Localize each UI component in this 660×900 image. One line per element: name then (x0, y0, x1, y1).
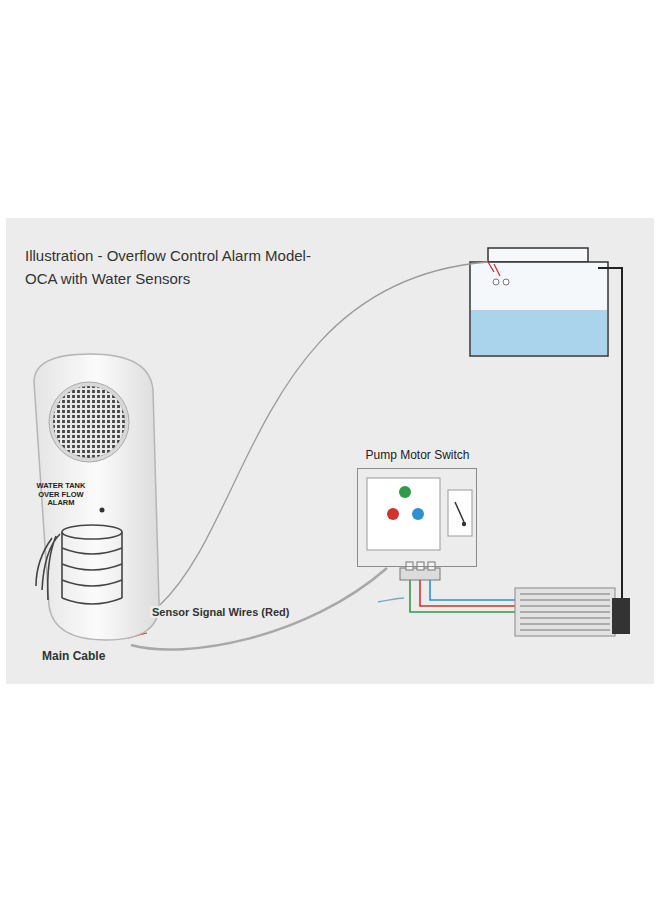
pump-head (612, 598, 630, 634)
tank-water (471, 310, 607, 355)
connector-peg (406, 562, 413, 570)
motor-fins (520, 594, 610, 630)
switch-rocker (455, 502, 464, 522)
switch-rocker (462, 522, 466, 526)
socket-panel (367, 478, 440, 550)
socket-pin (399, 486, 411, 498)
alarm-housing (14, 350, 164, 645)
tank-lid (488, 248, 588, 262)
motor-wire (378, 598, 404, 602)
water-pipe (598, 268, 622, 600)
switch-box: Pump Motor Switch (357, 448, 478, 568)
diagram-title: Illustration - Overflow Control Alarm Mo… (25, 244, 317, 290)
water-tank (470, 262, 608, 356)
main-cable (131, 568, 387, 649)
socket-pin (412, 508, 424, 520)
motor-wire (430, 580, 515, 600)
connector-peg (428, 562, 435, 570)
switch-panel (448, 490, 472, 536)
switch-plate (357, 468, 477, 567)
cable-label: Main Cable (40, 649, 107, 663)
sensor-probe (488, 262, 500, 276)
device-label: WATER TANK OVER FLOW ALARM (32, 482, 90, 508)
sensor-probe (493, 279, 499, 285)
box-heading: Pump Motor Switch (337, 448, 498, 462)
motor-wire (410, 580, 515, 612)
wire-label: Sensor Signal Wires (Red) (150, 606, 291, 618)
motor-wire (420, 580, 515, 606)
sensor-wire (160, 262, 488, 605)
socket-pin (387, 508, 399, 520)
sensor-probe (503, 279, 509, 285)
pump-motor (515, 588, 615, 636)
connector-peg (417, 562, 424, 570)
alarm-device: WATER TANK OVER FLOW ALARM (14, 350, 164, 645)
panel-ground (6, 218, 654, 684)
